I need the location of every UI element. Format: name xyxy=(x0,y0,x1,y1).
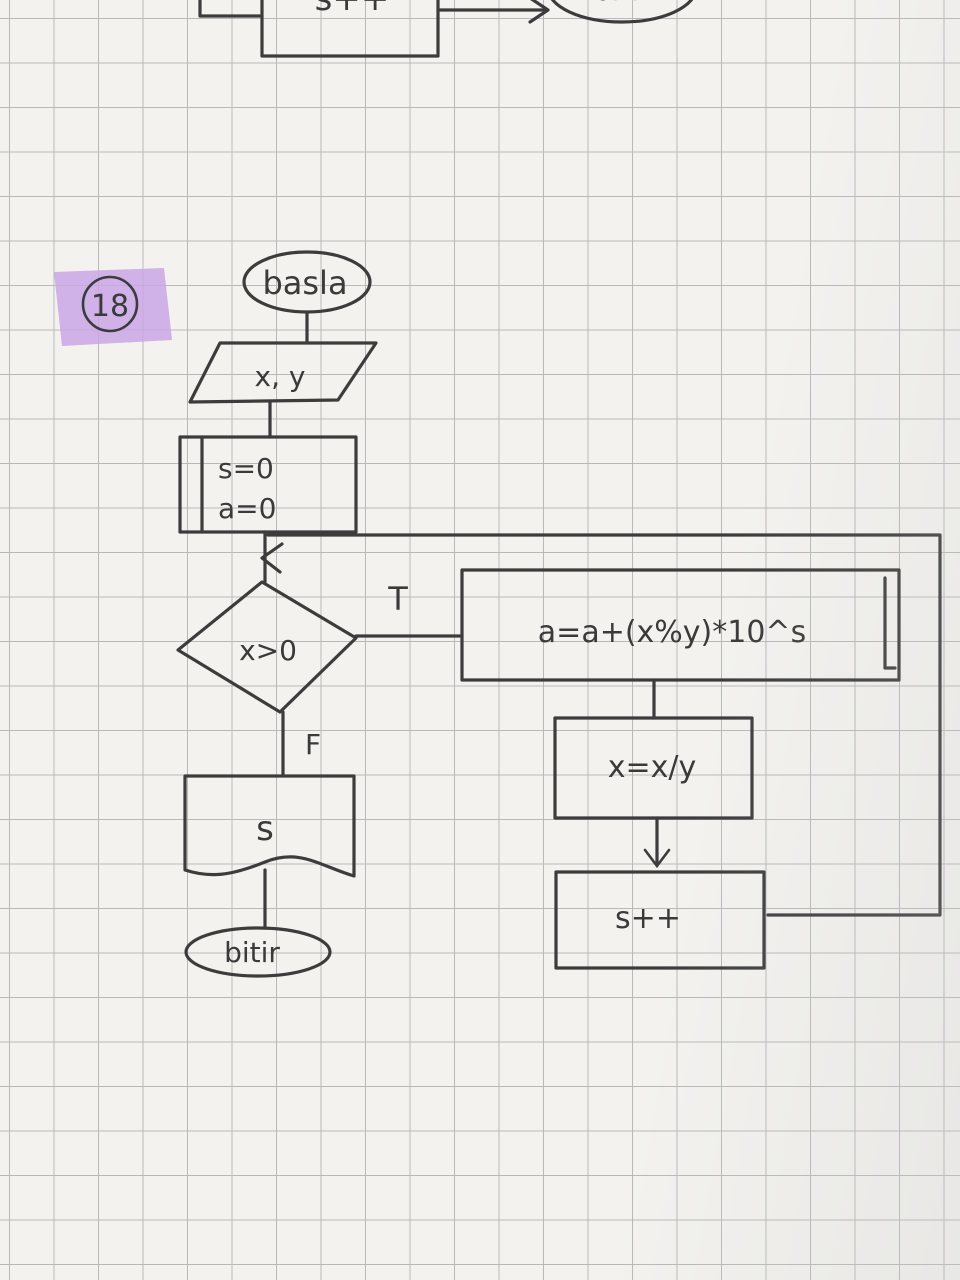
start-label: basla xyxy=(262,264,347,302)
prev-terminal xyxy=(550,0,694,24)
decision-diamond xyxy=(176,580,358,714)
loop-step-1-box xyxy=(460,568,901,682)
loop-step-1-label: a=a+(x%y)*10^s xyxy=(538,615,806,650)
loop-step-2-label: x=x/y xyxy=(608,750,697,785)
problem-number-badge: 18 xyxy=(54,268,172,346)
input-label: x, y xyxy=(255,360,306,393)
output-label: s xyxy=(256,809,274,849)
prev-process-label: s++ xyxy=(315,0,390,19)
false-label: F xyxy=(305,728,321,761)
loop-step-3-label: s++ xyxy=(615,901,681,936)
end-terminal xyxy=(184,926,332,978)
prev-process-box xyxy=(260,0,440,58)
decision-label: x>0 xyxy=(239,634,297,667)
highlighter-mark xyxy=(54,268,172,346)
output-document xyxy=(183,774,356,878)
previous-flowchart-fragment: s++ bitir xyxy=(198,0,694,58)
loop-back-line xyxy=(266,533,942,917)
loop-step-2-box xyxy=(553,716,754,820)
arrowhead-step3 xyxy=(643,848,671,869)
input-parallelogram xyxy=(188,341,378,404)
true-label: T xyxy=(387,580,408,618)
end-label: bitir xyxy=(224,936,280,969)
prev-arrow-head xyxy=(528,0,550,24)
loop-step-3-box xyxy=(554,870,766,970)
prev-terminal-label: bitir xyxy=(592,0,652,8)
init-process-box xyxy=(178,435,358,534)
loop-step-1-inner-line xyxy=(883,576,897,670)
init-line-a: a=0 xyxy=(218,492,276,525)
number-circle xyxy=(81,275,139,333)
loop-back-arrowhead xyxy=(260,542,284,574)
prev-connector-left xyxy=(198,0,264,18)
problem-number: 18 xyxy=(91,289,129,324)
init-line-s: s=0 xyxy=(218,452,274,485)
